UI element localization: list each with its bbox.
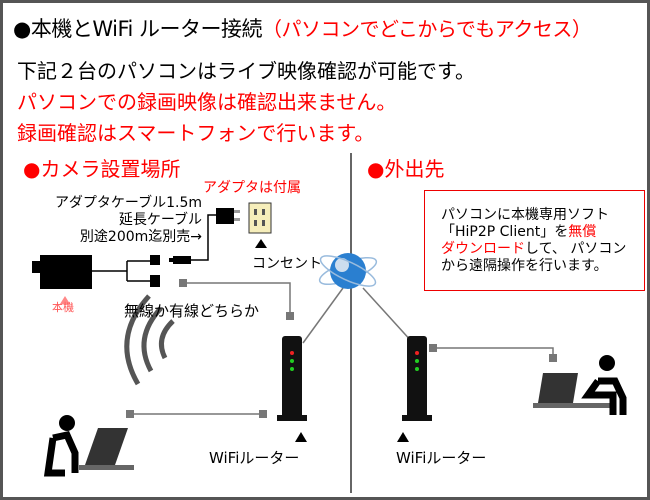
note-text: 「HiP2P Client」を <box>441 224 569 240</box>
title-sub: （パソコンでどこからでもアクセス） <box>262 17 592 41</box>
note-free-text: 無償 <box>568 224 597 240</box>
connection-diagram <box>32 153 627 493</box>
camera-label: 本機 <box>52 301 74 314</box>
connection-label: 無線か有線どちらか <box>124 302 260 320</box>
cable-connector-icon <box>150 255 191 287</box>
user-laptop-icon <box>533 355 627 415</box>
note-download-text: ダウンロード <box>441 241 525 257</box>
ac-adapter-icon <box>216 208 240 224</box>
router-label: WiFiルーター <box>396 449 487 467</box>
camera-location-heading: ●カメラ設置場所 <box>23 157 181 181</box>
info-line: 下記２台のパソコンはライブ映像確認が可能です。 <box>17 59 475 83</box>
note-line: パソコンに本機専用ソフト <box>441 207 609 223</box>
cable-line: 延長ケーブル <box>118 212 202 228</box>
remote-location-heading: ●外出先 <box>367 157 445 181</box>
adapter-included-label: アダプタは付属 <box>203 180 301 196</box>
camera-pointer-icon <box>60 296 70 304</box>
cable-info: アダプタケーブル1.5m 延長ケーブル 別途200m迄別売→ <box>37 195 202 246</box>
router-label: WiFiルーター <box>209 449 300 467</box>
title-main: ●本機とWiFi ルーター接続 <box>13 17 263 41</box>
cable-line: アダプタケーブル1.5m <box>54 195 202 211</box>
warning-line: パソコンでの録画映像は確認出来ません。 <box>17 90 397 114</box>
cable-line: 別途200m迄別売→ <box>79 229 202 245</box>
warning-line: 録画確認はスマートフォンで行います。 <box>17 121 375 145</box>
power-outlet-icon <box>248 202 272 234</box>
user-laptop-icon <box>43 415 134 477</box>
wifi-router-icon <box>402 336 432 421</box>
camera-icon <box>32 255 92 289</box>
page-title: ●本機とWiFi ルーター接続（パソコンでどこからでもアクセス） <box>13 13 592 43</box>
wifi-router-icon <box>277 336 307 421</box>
note-line: から遠隔操作を行います。 <box>441 258 608 274</box>
software-note-box: パソコンに本機専用ソフト 「HiP2P Client」を無償 ダウンロードして、… <box>424 190 645 291</box>
outlet-label: コンセント <box>252 256 322 272</box>
internet-globe-icon <box>318 253 378 289</box>
wireless-signal-icon <box>124 294 175 386</box>
note-text: して、 パソコン <box>525 241 627 257</box>
